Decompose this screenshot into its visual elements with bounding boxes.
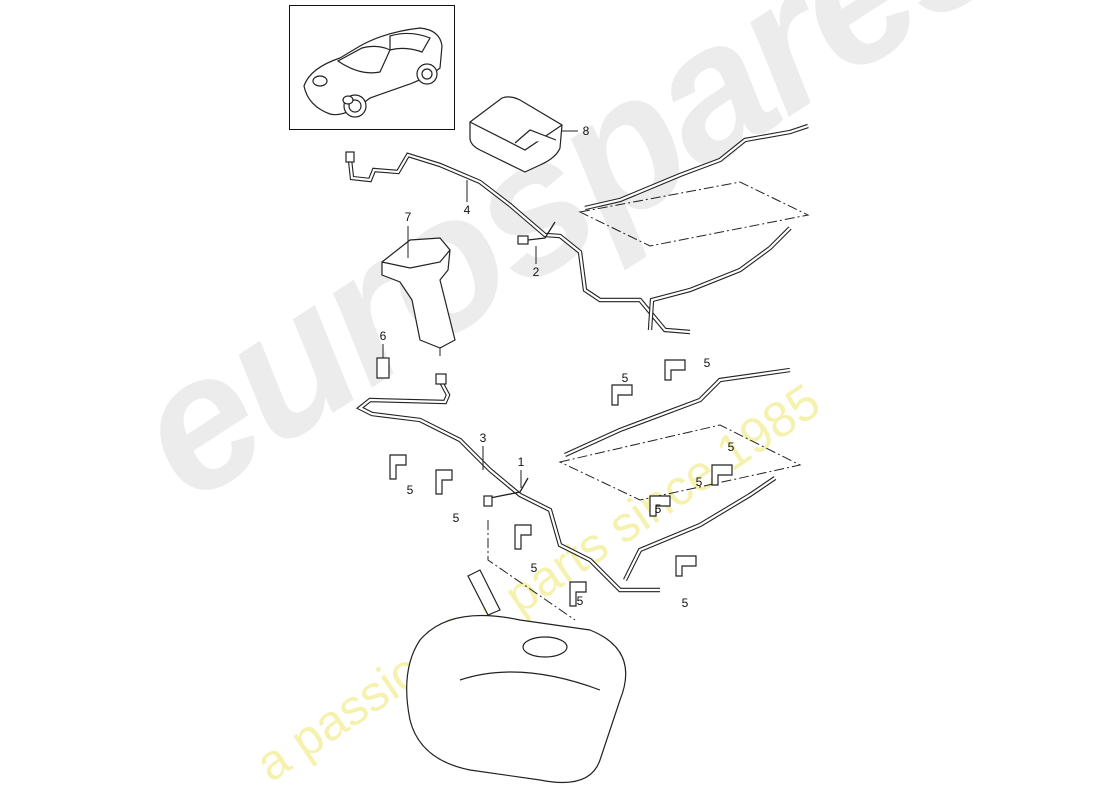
car-roadster-icon — [303, 27, 443, 118]
callout-5[interactable]: 5 — [681, 596, 689, 610]
canister-part[interactable] — [469, 96, 563, 173]
callout-5[interactable]: 5 — [727, 440, 735, 454]
vehicle-thumbnail — [289, 5, 455, 130]
callout-5[interactable]: 5 — [695, 475, 703, 489]
callout-5[interactable]: 5 — [621, 371, 629, 385]
callout-7[interactable]: 7 — [404, 210, 412, 224]
callout-5[interactable]: 5 — [452, 511, 460, 525]
callout-5[interactable]: 5 — [576, 594, 584, 608]
callout-5[interactable]: 5 — [406, 483, 414, 497]
callout-2[interactable]: 2 — [532, 265, 540, 279]
callout-6[interactable]: 6 — [379, 329, 387, 343]
callout-1[interactable]: 1 — [517, 455, 525, 469]
fuel-tank-part[interactable] — [406, 569, 627, 784]
connector-part[interactable] — [376, 357, 390, 379]
callout-5[interactable]: 5 — [530, 561, 538, 575]
filter-housing-part[interactable] — [381, 237, 456, 356]
callout-5[interactable]: 5 — [703, 356, 711, 370]
callout-8[interactable]: 8 — [582, 124, 590, 138]
callout-3[interactable]: 3 — [479, 431, 487, 445]
callout-4[interactable]: 4 — [463, 203, 471, 217]
callout-5[interactable]: 5 — [654, 502, 662, 516]
clips — [389, 359, 733, 607]
